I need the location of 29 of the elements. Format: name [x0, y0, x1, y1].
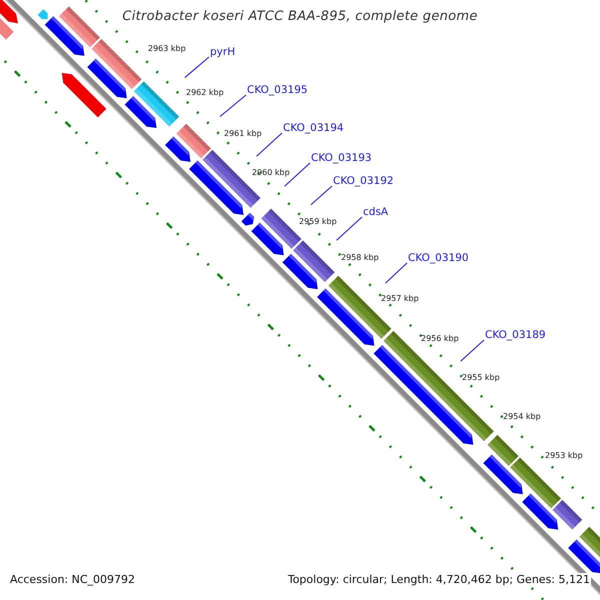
- position-tick-label: 2954 kbp: [503, 412, 541, 422]
- position-tick-label: 2960 kbp: [252, 168, 290, 178]
- position-tick-label: 2959 kbp: [299, 217, 337, 227]
- gene-label: CKO_03194: [283, 122, 344, 134]
- position-tick-label: 2958 kbp: [341, 253, 379, 263]
- accession-text: Accession: NC_009792: [9, 573, 136, 586]
- position-tick-label: 2953 kbp: [545, 451, 583, 461]
- gene-label: CKO_03193: [311, 152, 372, 164]
- leader-line: [385, 262, 408, 284]
- position-tick-label: 2962 kbp: [186, 88, 224, 98]
- gene-label: pyrH: [210, 46, 236, 58]
- leader-line: [219, 94, 246, 118]
- position-tick-label: 2961 kbp: [224, 129, 262, 139]
- position-tick-label: 2963 kbp: [148, 44, 186, 54]
- position-tick-label: 2956 kbp: [421, 334, 459, 344]
- position-tick-label: 2957 kbp: [381, 294, 419, 304]
- leader-line: [184, 56, 210, 78]
- position-tick-label: 2955 kbp: [462, 373, 500, 383]
- leader-line: [310, 186, 332, 206]
- gene-label: CKO_03190: [408, 252, 469, 264]
- gene-label: CKO_03195: [247, 84, 308, 96]
- leader-line: [256, 132, 282, 157]
- gene-label: CKO_03192: [333, 175, 394, 187]
- leader-line: [336, 216, 362, 241]
- gene-label: cdsA: [363, 206, 388, 218]
- map-title: Citrobacter koseri ATCC BAA-895, complete genome: [122, 9, 478, 24]
- leader-line: [284, 162, 310, 187]
- gene-label: CKO_03189: [485, 329, 546, 341]
- leader-line: [460, 340, 484, 362]
